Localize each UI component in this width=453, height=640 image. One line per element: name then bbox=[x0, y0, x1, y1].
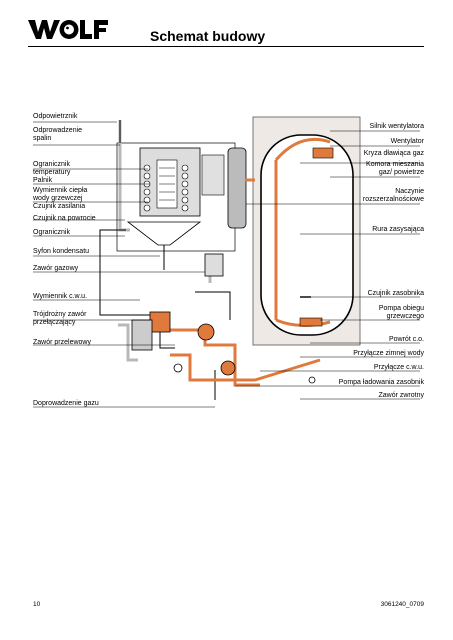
tank-flange-bottom bbox=[299, 317, 323, 327]
page-title: Schemat budowy bbox=[150, 28, 266, 44]
label-expansion-vessel-1: Naczynie bbox=[395, 188, 424, 195]
label-burner: Palnik bbox=[33, 177, 53, 184]
gas-valve bbox=[204, 253, 224, 277]
label-mixing-chamber-1: Komora mieszania bbox=[366, 161, 424, 168]
label-cylinder-sensor: Czujnik zasobnika bbox=[367, 290, 424, 297]
label-fan-motor: Silnik wentylatora bbox=[369, 123, 424, 130]
black-pipes bbox=[99, 120, 231, 400]
dhw-exchanger bbox=[131, 319, 153, 351]
leader-lines-left bbox=[33, 121, 215, 408]
condensate-trap bbox=[126, 221, 202, 246]
label-expansion-vessel-2: rozszerzalnościowe bbox=[362, 196, 424, 203]
label-charging-pump: Pompa ładowania zasobnik bbox=[338, 379, 424, 386]
label-heating-return: Powrót c.o. bbox=[388, 336, 424, 343]
storage-tank bbox=[260, 134, 354, 336]
label-heat-exchanger-1: Wymiennik ciepła bbox=[33, 187, 88, 194]
expansion-vessel bbox=[227, 147, 247, 229]
label-heat-exchanger-2: wody grzewczej bbox=[33, 195, 83, 202]
relief-valve bbox=[173, 363, 183, 373]
label-fan: Wentylator bbox=[390, 138, 424, 145]
label-flue-outlet-2: spalin bbox=[33, 135, 52, 142]
label-three-way-valve-1: Trójdrożny zawór bbox=[33, 311, 87, 318]
label-gas-restrictor: Kryza dławiąca gaz bbox=[363, 150, 424, 157]
label-flow-sensor: Czujnik zasilania bbox=[33, 203, 86, 210]
label-flue-outlet-1: Odprowadzenie bbox=[33, 127, 83, 134]
header-rule bbox=[28, 46, 424, 48]
document-code: 3061240_0709 bbox=[380, 601, 424, 608]
fan-unit bbox=[201, 154, 225, 196]
label-air-vent: Odpowietrznik bbox=[33, 113, 78, 120]
label-dhw-exchanger: Wymiennik c.w.u. bbox=[33, 293, 88, 300]
check-valve bbox=[308, 376, 316, 384]
label-heating-pump-1: Pompa obiegu bbox=[378, 305, 424, 312]
page-number: 10 bbox=[33, 601, 41, 608]
label-condensate-trap: Syfon kondensatu bbox=[33, 248, 90, 255]
label-gas-valve: Zawór gazowy bbox=[33, 265, 79, 272]
leader-lines-right bbox=[235, 130, 420, 400]
label-intake-pipe: Rura zasysająca bbox=[372, 226, 424, 233]
label-relief-valve: Zawór przelewowy bbox=[33, 339, 91, 346]
label-check-valve: Zawór zwrotny bbox=[378, 392, 424, 399]
label-mixing-chamber-2: gaz/ powietrze bbox=[378, 169, 424, 176]
three-way-valve bbox=[149, 311, 171, 333]
label-three-way-valve-2: przełączający bbox=[33, 319, 76, 326]
wolf-logo bbox=[28, 20, 108, 39]
label-temp-limiter-2: temperatury bbox=[33, 169, 71, 176]
label-temp-limiter-1: Ogranicznik bbox=[33, 161, 70, 168]
label-dhw-connection: Przyłącze c.w.u. bbox=[373, 364, 424, 371]
label-gas-supply: Doprowadzenie gazu bbox=[33, 400, 99, 407]
tank-flange-top bbox=[312, 147, 334, 159]
cylinder-charging-pump bbox=[220, 360, 236, 376]
label-limiter: Ogranicznik bbox=[33, 229, 70, 236]
label-cold-water: Przyłącze zimnej wody bbox=[353, 350, 424, 357]
label-return-sensor: Czujnik na powrocie bbox=[33, 215, 96, 222]
label-heating-pump-2: grzewczego bbox=[386, 313, 424, 320]
heating-pump bbox=[197, 323, 215, 341]
